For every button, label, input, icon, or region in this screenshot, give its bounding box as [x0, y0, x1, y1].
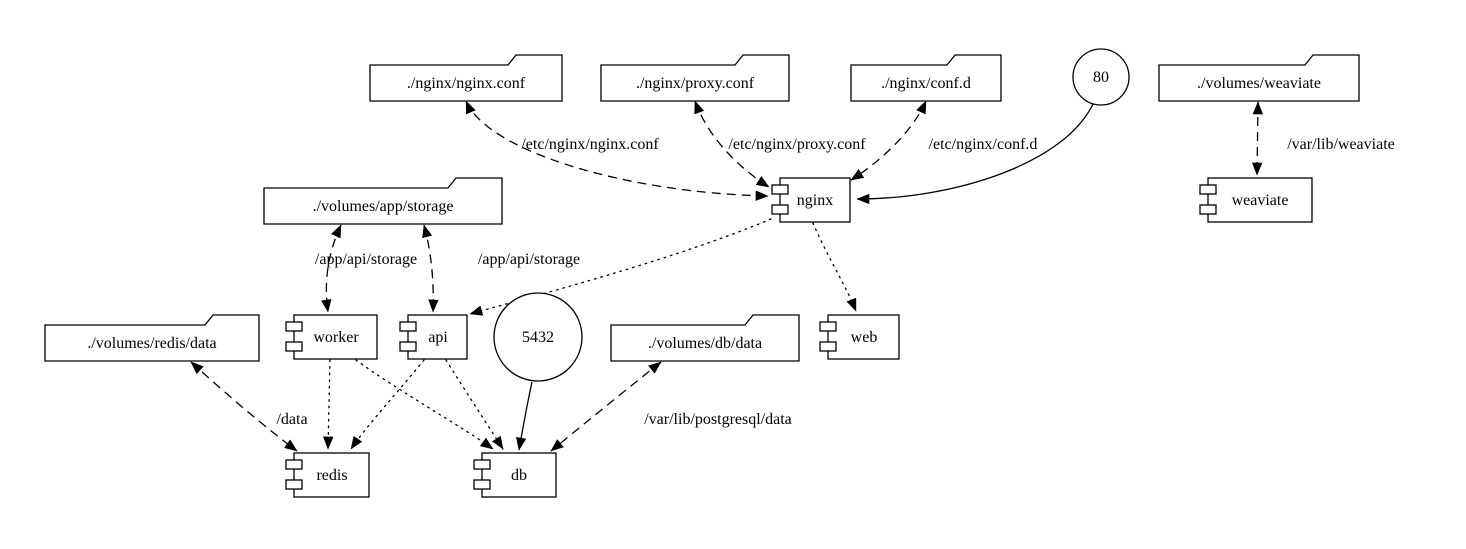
- edge-port80-nginx: [856, 103, 1094, 205]
- folder-label: ./volumes/weaviate: [1197, 75, 1321, 92]
- folder-node-proxy-conf: ./nginx/proxy.conf: [600, 54, 790, 102]
- edge-weaviatevol-weaviate: [1251, 101, 1264, 176]
- edges-layer: [190, 100, 1264, 452]
- component-node-redis: redis: [285, 452, 370, 498]
- component-label: nginx: [797, 192, 833, 209]
- port-node-5432: 5432: [493, 292, 583, 382]
- folder-shape: [850, 54, 1002, 102]
- component-body: [779, 177, 851, 223]
- folder-label: ./volumes/db/data: [648, 335, 762, 352]
- folder-node-volumes-redis-data: ./volumes/redis/data: [44, 314, 260, 362]
- edge-nginxconf-nginx: [465, 100, 769, 201]
- edge-dbdata-db: [550, 361, 662, 452]
- edge-label-data: /data: [276, 411, 307, 428]
- component-label: api: [428, 329, 448, 346]
- edge-proxyconf-nginx: [694, 100, 770, 188]
- edge-appstorage-api: [422, 224, 439, 313]
- component-tab-top: [771, 184, 789, 195]
- component-label: worker: [313, 329, 359, 346]
- edge-api-redis: [350, 359, 425, 450]
- component-body: [1207, 177, 1313, 223]
- port-circle: [1072, 48, 1130, 106]
- edge-worker-db: [355, 359, 494, 450]
- port-circle: [493, 292, 583, 382]
- folder-shape: [263, 177, 503, 225]
- component-tab-bottom: [285, 479, 303, 490]
- folder-node-confd: ./nginx/conf.d: [850, 54, 1002, 102]
- component-tab-top: [473, 459, 491, 470]
- folder-node-volumes-db-data: ./volumes/db/data: [610, 314, 800, 362]
- edge-label-app-api-storage-2: /app/api/storage: [478, 251, 580, 268]
- component-tab-bottom: [473, 479, 491, 490]
- edge-label-etc-proxy-conf: /etc/nginx/proxy.conf: [728, 136, 866, 153]
- edge-label-etc-nginx-conf: /etc/nginx/nginx.conf: [521, 136, 659, 153]
- folder-shape: [1158, 54, 1360, 102]
- component-tab-bottom: [819, 341, 837, 352]
- component-tab-top: [285, 321, 303, 332]
- component-body: [481, 452, 557, 498]
- component-label: web: [851, 329, 878, 346]
- edge-nginx-web: [812, 222, 857, 312]
- folder-label: ./nginx/conf.d: [881, 75, 971, 92]
- edge-nginx-api: [469, 218, 772, 316]
- edge-api-db: [445, 359, 504, 450]
- edge-worker-redis: [323, 359, 334, 450]
- component-node-weaviate: weaviate: [1199, 177, 1313, 223]
- folder-shape: [600, 54, 790, 102]
- component-tab-top: [1199, 184, 1217, 195]
- component-label: db: [511, 467, 527, 484]
- folder-node-volumes-weaviate: ./volumes/weaviate: [1158, 54, 1360, 102]
- edge-port5432-db: [515, 381, 533, 451]
- component-tab-bottom: [771, 204, 789, 215]
- port-node-80: 80: [1072, 48, 1130, 106]
- edge-label-var-lib-postgresql-data: /var/lib/postgresql/data: [644, 411, 792, 428]
- component-tab-top: [399, 321, 417, 332]
- edge-appstorage-worker: [321, 224, 342, 313]
- port-label: 80: [1093, 69, 1109, 86]
- edge-redisdata-redis: [190, 361, 298, 452]
- component-tab-bottom: [1199, 204, 1217, 215]
- folder-shape: [369, 54, 563, 102]
- component-node-web: web: [819, 314, 900, 360]
- edge-label-app-api-storage-1: /app/api/storage: [315, 251, 417, 268]
- component-node-db: db: [473, 452, 557, 498]
- component-tab-top: [819, 321, 837, 332]
- folder-shape: [44, 314, 260, 362]
- edge-confd-nginx: [850, 100, 927, 181]
- folder-node-nginx-conf: ./nginx/nginx.conf: [369, 54, 563, 102]
- edge-labels-layer: /etc/nginx/nginx.conf /etc/nginx/proxy.c…: [276, 136, 1394, 428]
- component-node-api: api: [399, 314, 468, 360]
- port-label: 5432: [522, 329, 554, 346]
- component-label: weaviate: [1232, 192, 1289, 209]
- component-body: [293, 452, 370, 498]
- folder-shape: [610, 314, 800, 362]
- component-body: [407, 314, 468, 360]
- component-tab-bottom: [285, 341, 303, 352]
- component-body: [293, 314, 378, 360]
- edge-label-var-lib-weaviate: /var/lib/weaviate: [1287, 136, 1395, 153]
- folder-label: ./nginx/proxy.conf: [636, 75, 755, 92]
- component-tab-bottom: [399, 341, 417, 352]
- folder-node-volumes-app-storage: ./volumes/app/storage: [263, 177, 503, 225]
- folder-label: ./nginx/nginx.conf: [407, 75, 526, 92]
- component-node-nginx: nginx: [771, 177, 851, 223]
- component-tab-top: [285, 459, 303, 470]
- edge-label-etc-confd: /etc/nginx/conf.d: [929, 136, 1038, 153]
- component-node-worker: worker: [285, 314, 378, 360]
- folder-label: ./volumes/redis/data: [87, 335, 216, 352]
- component-body: [827, 314, 900, 360]
- component-label: redis: [316, 467, 347, 484]
- folder-label: ./volumes/app/storage: [313, 198, 454, 215]
